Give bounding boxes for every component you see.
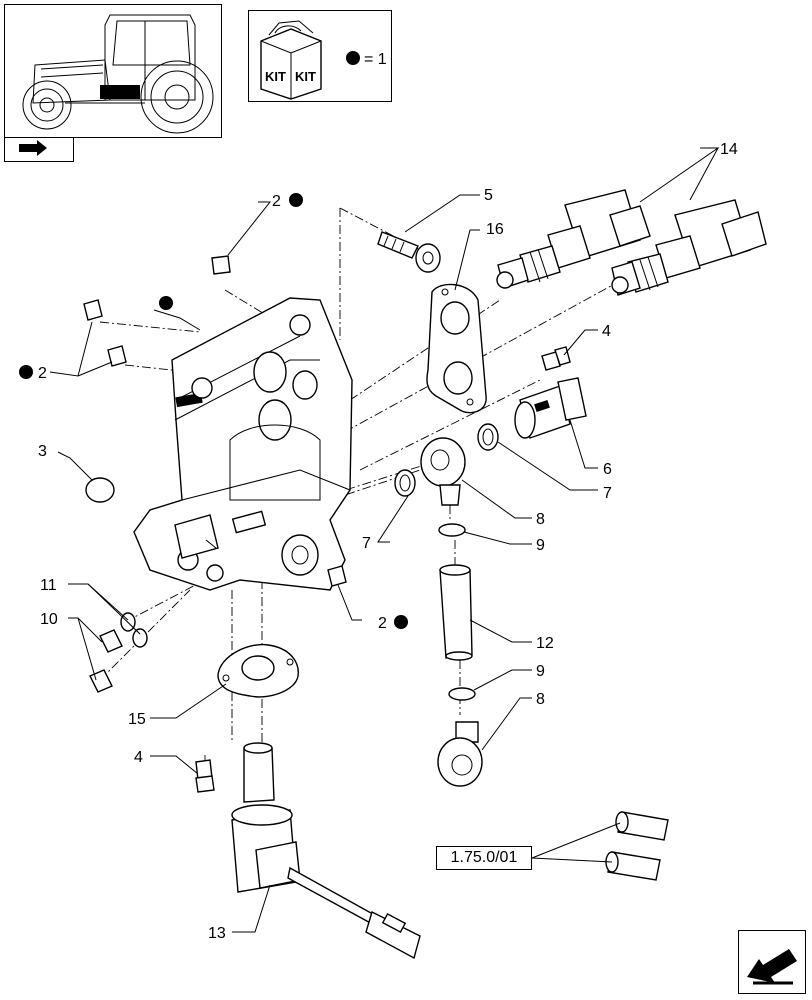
kit-text-right: KIT	[295, 69, 316, 84]
callout-16[interactable]: 16	[486, 221, 504, 238]
callout-labels: 14 5 16 2 2 2 4 3 6 7 7 8 9 11 10 12 9 8…	[19, 141, 738, 942]
tractor-thumbnail	[4, 4, 222, 138]
part-3-cap	[85, 477, 115, 503]
reference-link-box[interactable]: 1.75.0/01	[436, 846, 532, 870]
callout-8-upper[interactable]: 8	[536, 511, 545, 528]
part-8-banjo-upper	[420, 437, 466, 506]
part-12-tube	[439, 564, 473, 661]
callout-9-upper[interactable]: 9	[536, 537, 545, 554]
part-7-washers	[394, 423, 499, 497]
callout-15[interactable]: 15	[128, 711, 146, 728]
callout-9-lower[interactable]: 9	[536, 663, 545, 680]
callout-2-top-dot-icon	[289, 193, 303, 207]
callout-2-bottom-dot-icon	[394, 615, 408, 629]
kit-box-icon: KIT KIT = 1	[260, 20, 387, 100]
callout-10[interactable]: 10	[40, 611, 58, 628]
part-6-banjo-bolt	[514, 377, 587, 439]
part-10-11-bolts-washers	[89, 612, 148, 693]
kit-text-left: KIT	[265, 69, 286, 84]
callout-13[interactable]: 13	[208, 925, 226, 942]
part-15-flange-gasket	[217, 643, 299, 698]
callout-11[interactable]: 11	[40, 577, 57, 594]
part-8-banjo-lower	[437, 721, 483, 787]
arrow-down-left-icon	[747, 949, 797, 985]
part-16-gasket	[426, 283, 487, 414]
part-4-screw-top	[541, 346, 571, 371]
callout-2-top[interactable]: 2	[272, 193, 281, 210]
kit-equals-text: = 1	[364, 51, 387, 68]
part-4-screw-lower	[195, 759, 215, 793]
callout-12[interactable]: 12	[536, 635, 554, 652]
kit-legend: KIT KIT = 1	[248, 10, 392, 102]
callout-8-lower[interactable]: 8	[536, 691, 545, 708]
tractor-illustration	[22, 14, 214, 134]
callout-2-left[interactable]: 2	[38, 365, 47, 382]
navigation-arrow-box[interactable]	[738, 930, 806, 994]
callout-3[interactable]: 3	[38, 443, 47, 460]
part-2-plugs	[83, 255, 347, 587]
part-14-solenoid-valves	[496, 189, 767, 296]
callout-7-left[interactable]: 7	[362, 535, 371, 552]
callout-7-right[interactable]: 7	[603, 485, 612, 502]
part-5-bolt	[377, 231, 441, 273]
callout-4-lower[interactable]: 4	[134, 749, 143, 766]
view-arrow-tab[interactable]	[4, 138, 74, 162]
callout-5[interactable]: 5	[484, 187, 493, 204]
arrow-icon	[19, 140, 47, 156]
block-kit-dot-icon	[159, 296, 173, 310]
callout-6[interactable]: 6	[603, 461, 612, 478]
part-9-orings	[438, 523, 476, 701]
sensor-parts	[605, 811, 669, 881]
main-valve-block	[133, 297, 353, 591]
callout-4-top[interactable]: 4	[602, 323, 611, 340]
callout-2-bottom[interactable]: 2	[378, 615, 387, 632]
leader-lines	[49, 147, 720, 933]
callout-14[interactable]: 14	[720, 141, 738, 158]
kit-dot-icon	[346, 51, 360, 65]
callout-2-left-dot-icon	[19, 365, 33, 379]
part-13-solenoid-valve	[231, 742, 421, 960]
